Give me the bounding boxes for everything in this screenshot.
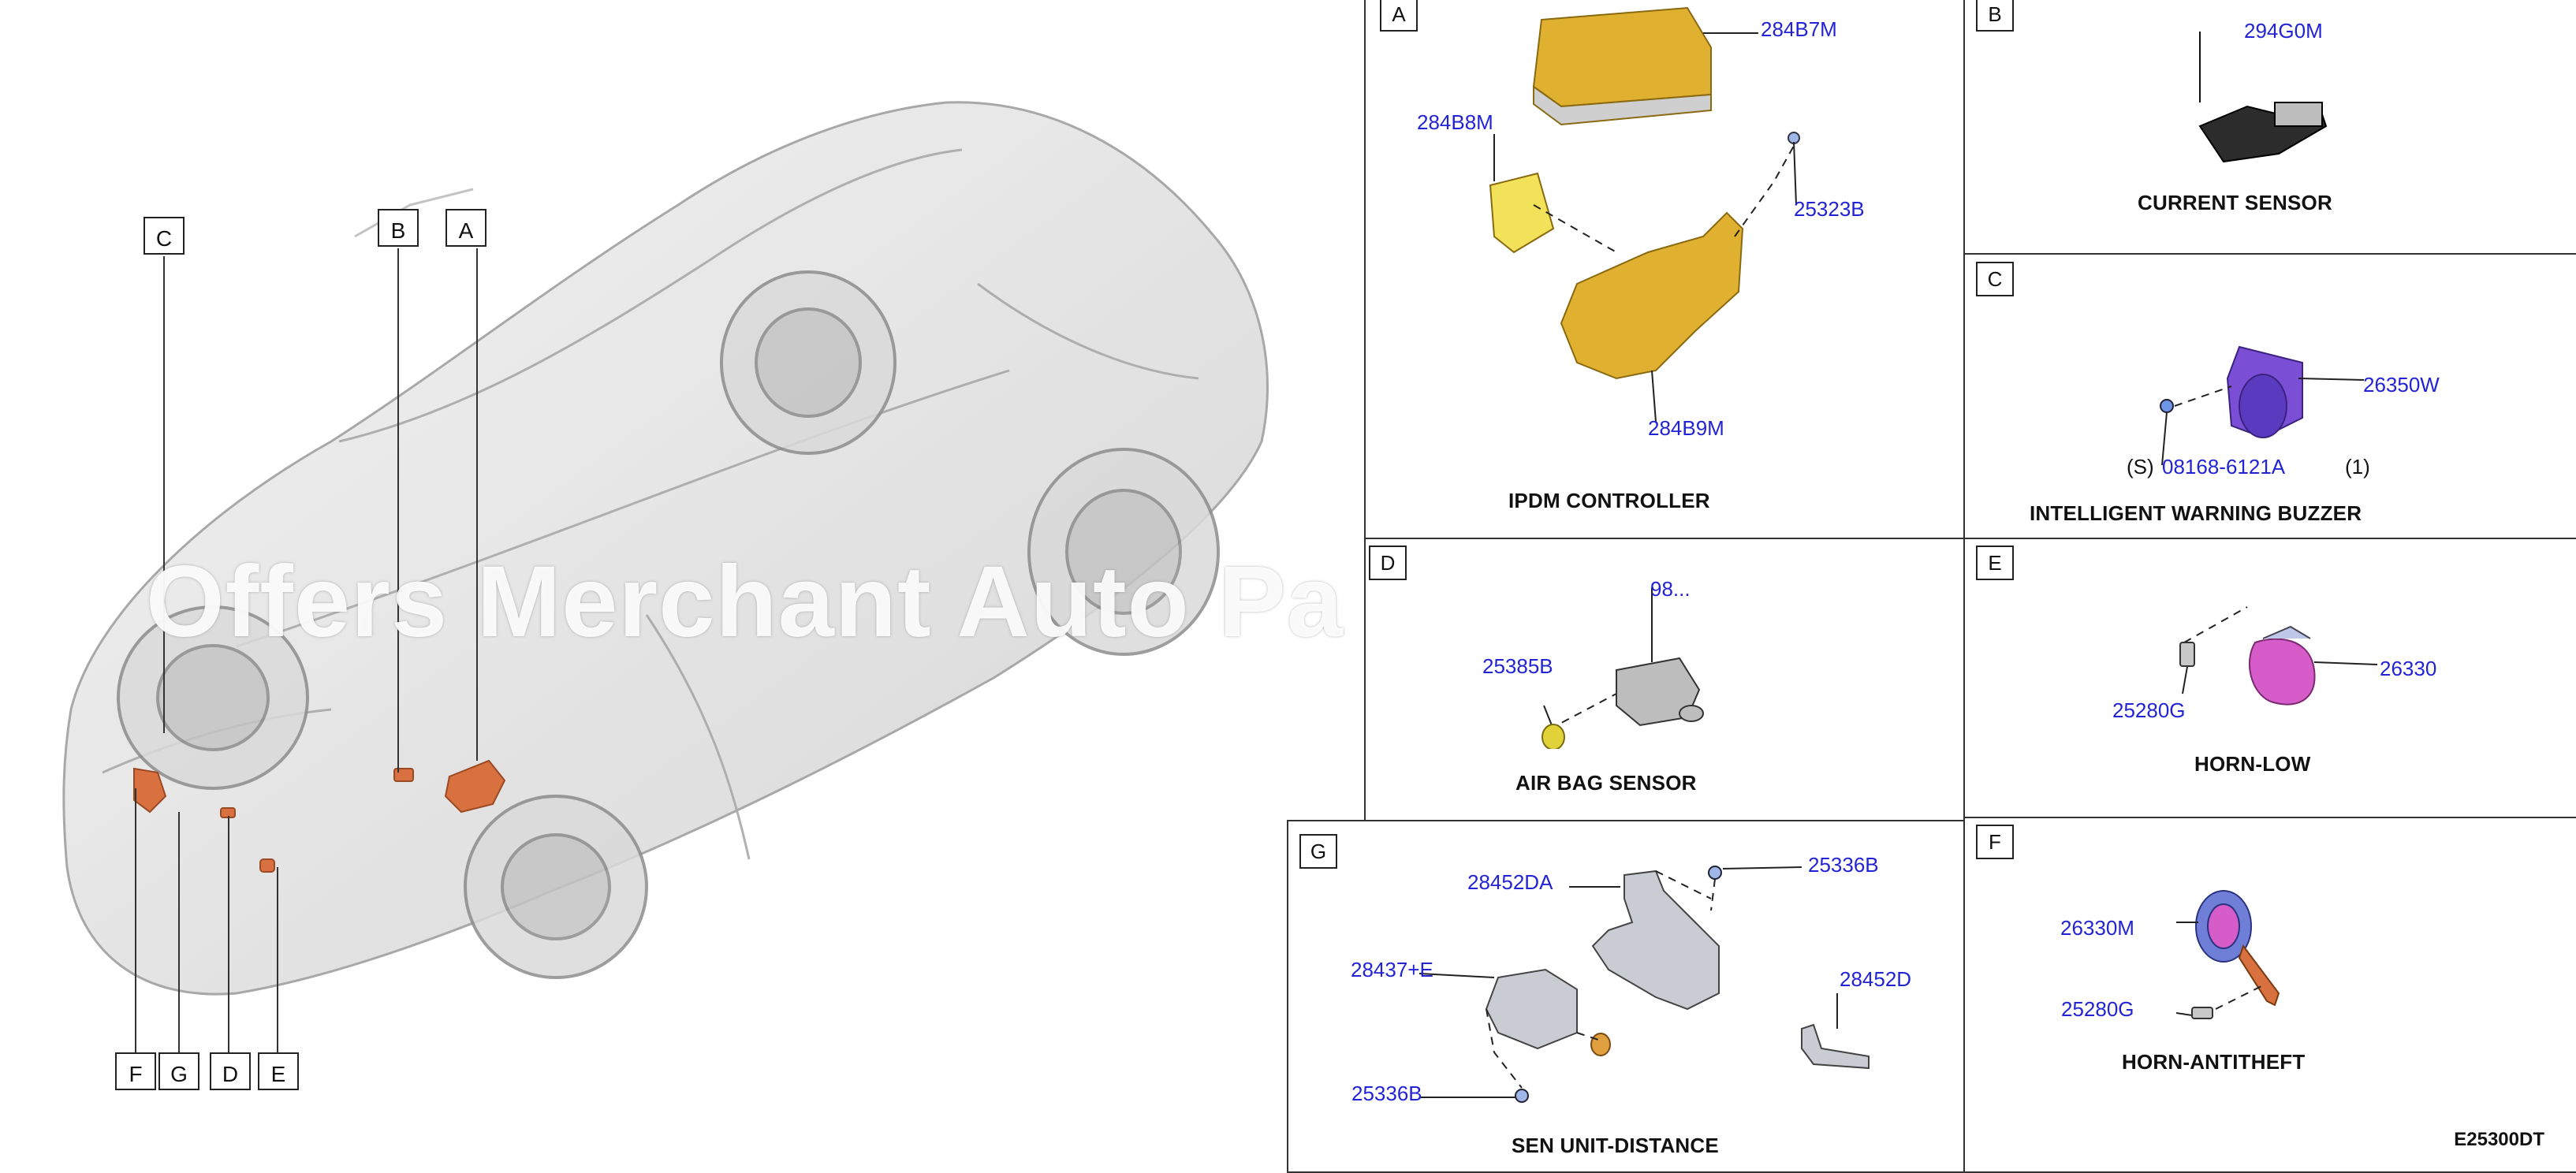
callout-a: A — [445, 209, 486, 247]
panel-b-letter: B — [1976, 0, 2014, 32]
panel-d-title: AIR BAG SENSOR — [1515, 771, 1697, 795]
panel-b-title: CURRENT SENSOR — [2138, 191, 2332, 214]
part-25323b[interactable]: 25323B — [1794, 197, 1865, 221]
panel-e-letter: E — [1976, 546, 2014, 580]
part-25336b-bottom[interactable]: 25336B — [1351, 1082, 1422, 1105]
note-qty-1: (1) — [2345, 455, 2370, 479]
panel-g-title: SEN UNIT-DISTANCE — [1512, 1134, 1719, 1157]
part-26350w[interactable]: 26350W — [2363, 373, 2440, 397]
part-26330[interactable]: 26330 — [2380, 657, 2437, 680]
panel-e-title: HORN-LOW — [2194, 752, 2311, 776]
part-26330m[interactable]: 26330M — [2060, 916, 2134, 940]
highlighted-parts — [133, 759, 506, 873]
note-s: (S) — [2127, 455, 2154, 479]
panel-c-title: INTELLIGENT WARNING BUZZER — [2030, 501, 2362, 525]
warning-buzzer-drawing — [2160, 345, 2365, 466]
sen-unit-distance-drawing — [1418, 866, 1870, 1103]
panel-g-letter: G — [1299, 834, 1337, 869]
panel-d-letter: D — [1369, 546, 1407, 580]
part-28452d[interactable]: 28452D — [1840, 967, 1912, 991]
callout-b: B — [378, 209, 419, 247]
part-28452da[interactable]: 28452DA — [1467, 870, 1553, 894]
panel-f-letter: F — [1976, 825, 2014, 859]
part-28437-e[interactable]: 28437+E — [1351, 958, 1433, 981]
part-294g0m[interactable]: 294G0M — [2244, 19, 2323, 43]
part-284b8m[interactable]: 284B8M — [1417, 110, 1493, 134]
panel-f-title: HORN-ANTITHEFT — [2122, 1050, 2306, 1074]
current-sensor-drawing — [2198, 32, 2328, 163]
part-284b7m[interactable]: 284B7M — [1761, 17, 1837, 41]
diagram-code: E25300DT — [2454, 1129, 2544, 1150]
part-25280g-f[interactable]: 25280G — [2061, 997, 2134, 1021]
horn-antitheft-drawing — [2176, 890, 2280, 1019]
callout-c: C — [144, 217, 185, 255]
part-25385b[interactable]: 25385B — [1482, 654, 1553, 678]
callout-d: D — [210, 1052, 251, 1090]
car-body — [62, 101, 1269, 996]
part-284b9m[interactable]: 284B9M — [1648, 416, 1724, 440]
panel-a-title: IPDM CONTROLLER — [1508, 489, 1710, 512]
panel-a-letter: A — [1380, 0, 1418, 32]
part-08168-6121a[interactable]: 08168-6121A — [2162, 455, 2286, 479]
part-25280g-e[interactable]: 25280G — [2112, 698, 2186, 722]
watermark-text: Offers Merchant Auto Pa — [146, 546, 1344, 658]
callout-f: F — [115, 1052, 156, 1090]
callout-e: E — [258, 1052, 299, 1090]
callout-g: G — [158, 1052, 199, 1090]
panel-c-letter: C — [1976, 262, 2014, 296]
horn-low-drawing — [2179, 606, 2378, 706]
air-bag-sensor-drawing — [1541, 587, 1704, 749]
vehicle-illustration — [62, 101, 1269, 1052]
part-25336b-top[interactable]: 25336B — [1808, 853, 1879, 877]
part-98[interactable]: 98... — [1650, 577, 1691, 601]
wheels — [117, 270, 1220, 979]
ipdm-controller-drawing — [1489, 6, 1800, 423]
